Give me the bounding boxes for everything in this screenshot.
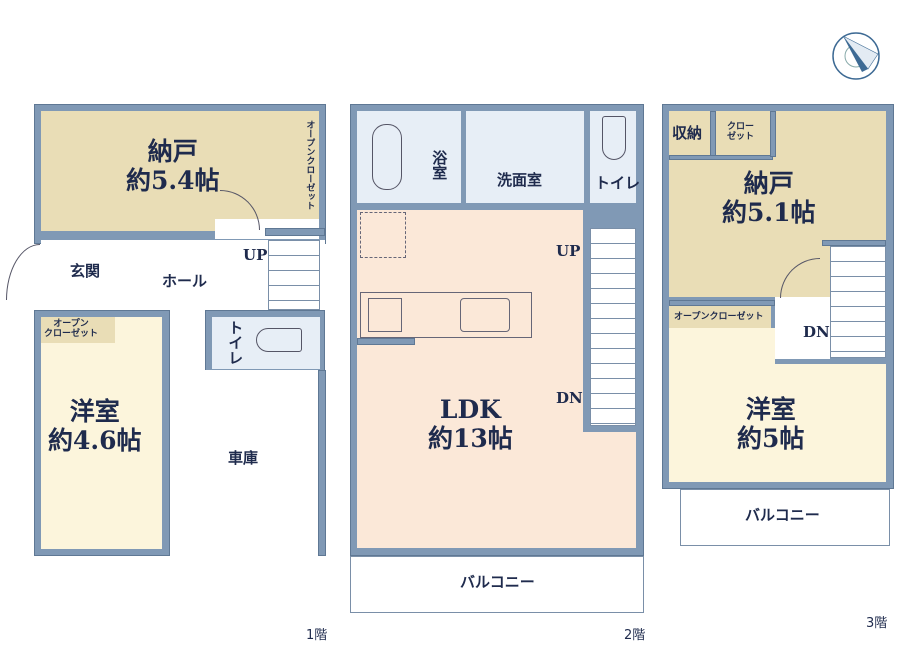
garage — [170, 370, 325, 556]
up-label: UP — [243, 246, 268, 264]
sink-icon — [460, 298, 510, 332]
bathroom — [357, 111, 461, 203]
western-room-1f — [41, 317, 162, 549]
stairs-2f — [590, 228, 636, 426]
washroom-label: 洗面室 — [497, 171, 543, 189]
entrance-label: 玄関 — [70, 262, 101, 280]
toilet-icon — [602, 116, 626, 160]
western-room-3f — [669, 328, 775, 482]
open-closet-label-3f: オープンクローゼット — [674, 312, 764, 322]
up-label-2f: UP — [556, 242, 581, 260]
toilet-icon — [256, 328, 302, 352]
balcony-2f — [350, 556, 644, 613]
bath-label: 浴室 — [430, 150, 449, 180]
stairs-3f — [830, 246, 886, 358]
floor-label-3f: 3階 — [866, 616, 888, 631]
closet-label-3f: クローゼット — [727, 122, 755, 143]
balcony-label-2f: バルコニー — [460, 573, 535, 591]
ldk-room — [357, 210, 583, 548]
washroom — [466, 111, 584, 203]
stove-icon — [368, 298, 402, 332]
shuno-label: 収納 — [672, 124, 703, 142]
floor-label-2f: 2階 — [624, 628, 646, 643]
toilet-label-2f: トイレ — [595, 174, 641, 192]
toilet-label-1f: トイレ — [226, 320, 245, 365]
garage-label: 車庫 — [228, 449, 259, 467]
western-label-3f: 洋室約5帖 — [737, 395, 805, 453]
western-label-1f: 洋室約4.6帖 — [48, 397, 142, 455]
storage-label-3f: 納戸約5.1帖 — [722, 169, 816, 227]
kitchen-counter — [360, 292, 532, 338]
storage-room-1f — [41, 111, 303, 231]
western-closet-label: オープンクローゼット — [44, 319, 99, 340]
stairs-1f — [268, 240, 320, 310]
floor-label-1f: 1階 — [306, 628, 328, 643]
bathtub-icon — [372, 124, 402, 190]
dn-label-3f: DN — [803, 323, 830, 341]
compass-icon — [832, 32, 880, 80]
storage-label-1f: 納戸約5.4帖 — [126, 137, 220, 195]
dn-label-2f: DN — [556, 389, 583, 407]
hall-label: ホール — [162, 272, 208, 290]
balcony-3f — [680, 489, 890, 546]
entrance-door — [6, 244, 40, 300]
open-closet-label: オープンクローゼット — [304, 120, 315, 210]
balcony-label-3f: バルコニー — [745, 506, 820, 524]
skylight — [360, 212, 406, 258]
